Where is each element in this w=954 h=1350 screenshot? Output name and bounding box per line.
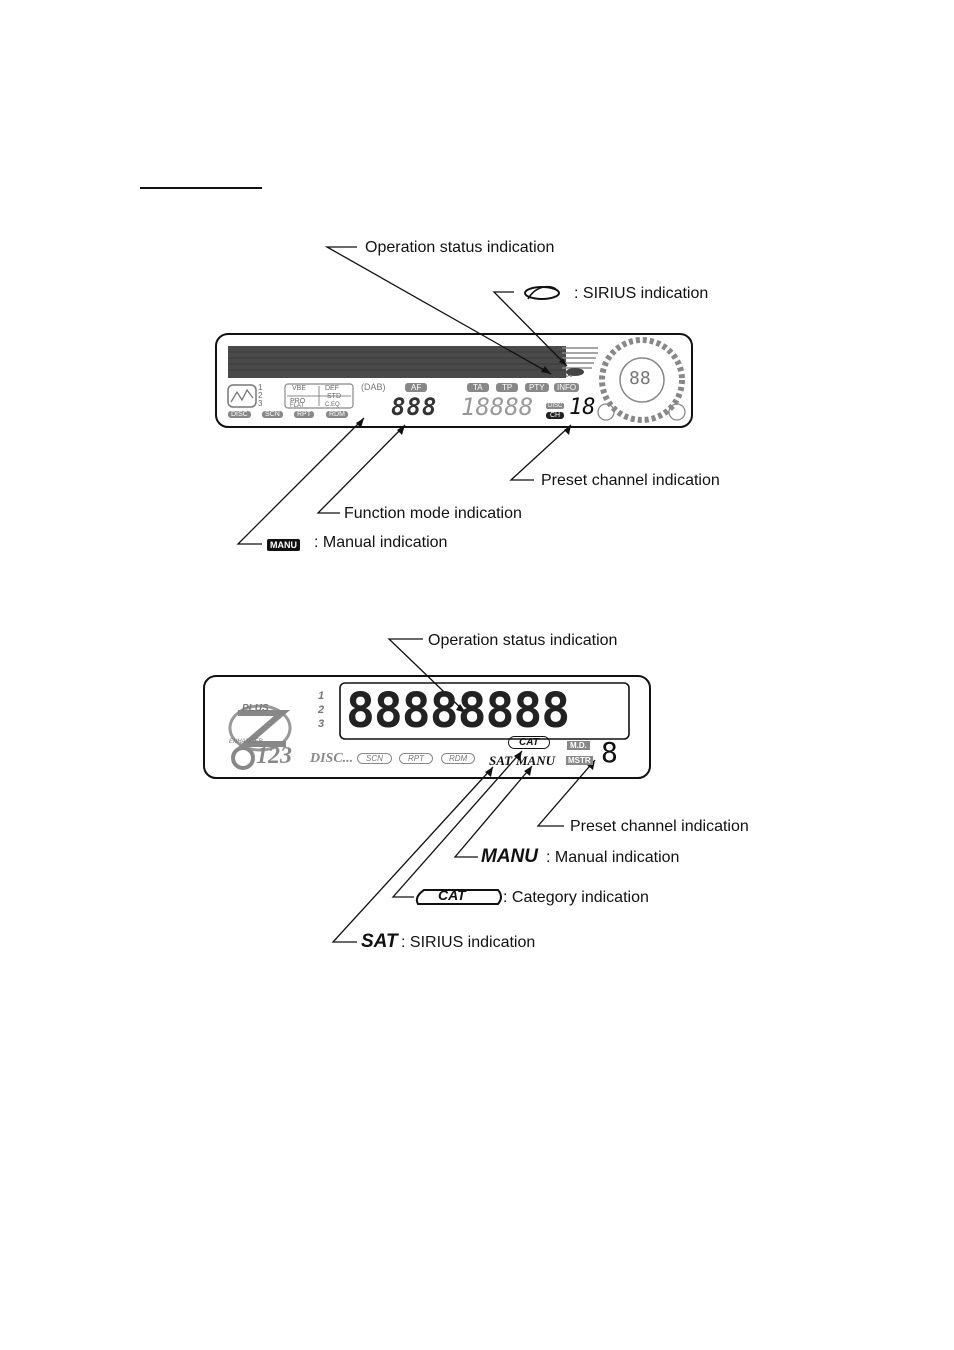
display2-sat-callout-word: SAT xyxy=(361,931,398,952)
section-heading-underline xyxy=(140,187,262,189)
display2-logo-mark xyxy=(231,746,255,770)
display2-arrowheads xyxy=(456,704,595,777)
display1-sirius-label: : SIRIUS indication xyxy=(574,285,709,302)
display1-tp: TP xyxy=(496,383,519,392)
display2-rdm-badge: RDM xyxy=(441,753,476,764)
display1-dial-inner xyxy=(619,357,665,403)
display1-sound-mode-box xyxy=(284,383,354,409)
display2-operation-status-label: Operation status indication xyxy=(428,632,618,649)
display2-band-2: 2 xyxy=(318,704,325,716)
display1-preset-channel-label: Preset channel indication xyxy=(541,472,720,489)
display2-disc-text: DISC... xyxy=(310,751,354,766)
display1-flat: FLAT xyxy=(290,403,305,409)
display2-band-1: 1 xyxy=(318,690,325,702)
display1-leaders xyxy=(236,246,572,545)
display1-rpt-badge: RPT xyxy=(294,411,314,418)
display1-dot-matrix-grid xyxy=(228,351,566,371)
display2-md-badge: M.D. xyxy=(567,741,590,750)
display2-sirius-label: : SIRIUS indication xyxy=(401,934,536,951)
display1-preset-digits: 18 xyxy=(569,395,596,420)
display1-disc-mini: DISC xyxy=(546,403,565,409)
display1-band-2: 2 xyxy=(258,391,263,400)
display1-scn-badge: SCN xyxy=(262,411,283,418)
display1-sat-mini: SAT xyxy=(564,373,574,379)
display1-set-icon xyxy=(597,403,615,421)
display2-sat-text: SAT xyxy=(489,753,513,768)
display1-std: STD xyxy=(327,393,341,400)
display1-manu-badge: MANU xyxy=(267,539,300,551)
display2-preset-digit: 8 xyxy=(601,736,618,769)
display1-lcd-frame xyxy=(215,333,693,428)
display2-colon: : xyxy=(470,690,489,725)
display2-scn-badge: SCN xyxy=(357,753,392,764)
display2-dot-matrix-digits: 88888888 xyxy=(346,683,570,739)
display1-eq-icon xyxy=(227,384,257,408)
display2-band-3: 3 xyxy=(318,718,325,730)
display1-dial-ring xyxy=(599,337,685,423)
display2-rpt-badge: RPT xyxy=(399,753,433,764)
display2-enhancer-logo xyxy=(228,704,292,752)
display1-info: INFO xyxy=(554,383,580,392)
display2-preset-channel-label: Preset channel indication xyxy=(570,818,749,835)
display1-sirius-lcd-icon xyxy=(566,368,584,376)
display1-ld-icon xyxy=(668,403,686,421)
display1-ceq: C.EQ xyxy=(325,402,340,408)
display1-function-mode-label: Function mode indication xyxy=(344,505,522,522)
display1-dial-digits: 88 xyxy=(629,368,651,389)
display2-cat-callout-pill xyxy=(415,889,502,905)
display1-arrowheads xyxy=(356,358,571,435)
display2-dot-matrix-frame xyxy=(339,682,630,740)
display2-band-indicators: 1 2 3 xyxy=(318,689,324,731)
display2-manu-text: MANU xyxy=(516,753,556,768)
display2-logo-number: 123 xyxy=(256,743,292,769)
display2-plus-text: PLUS xyxy=(242,703,269,714)
display1-band-1: 1 xyxy=(258,383,263,392)
display1-vbe: VBE xyxy=(292,385,307,392)
display2-category-label: : Category indication xyxy=(503,889,649,906)
display1-def: DEF xyxy=(325,385,339,392)
display1-dab: (DAB) xyxy=(361,382,386,392)
display2-manu-callout-word: MANU xyxy=(481,846,538,867)
display2-cat-badge: CAT xyxy=(508,736,550,749)
display1-band-indicators: 1 2 3 xyxy=(258,384,262,408)
display2-mstr-badge: MSTR xyxy=(566,756,593,765)
display1-disc-badge: DISC xyxy=(228,411,251,418)
display1-operation-status-label: Operation status indication xyxy=(365,239,555,256)
display2-cat-callout-word: CAT xyxy=(438,887,466,903)
display1-ch-badge: CH xyxy=(546,412,565,419)
display1-pro: PRO xyxy=(290,398,306,405)
display1-rdm-badge: RDM xyxy=(326,411,348,418)
display2-enhancer-text: ENHANCER xyxy=(229,739,263,745)
display1-dot-matrix xyxy=(228,346,566,378)
display1-ta: TA xyxy=(467,383,489,392)
display2-manual-label: : Manual indication xyxy=(546,849,680,866)
display2-leaders xyxy=(331,638,596,943)
display1-level-bars xyxy=(562,347,598,369)
display1-af: AF xyxy=(405,383,428,392)
display1-frequency-digits: 18888 xyxy=(461,393,534,421)
display1-function-digits: 888 xyxy=(391,393,438,421)
display1-pty: PTY xyxy=(525,383,549,392)
display1-band-3: 3 xyxy=(258,399,263,408)
display1-manual-label: : Manual indication xyxy=(314,534,448,551)
